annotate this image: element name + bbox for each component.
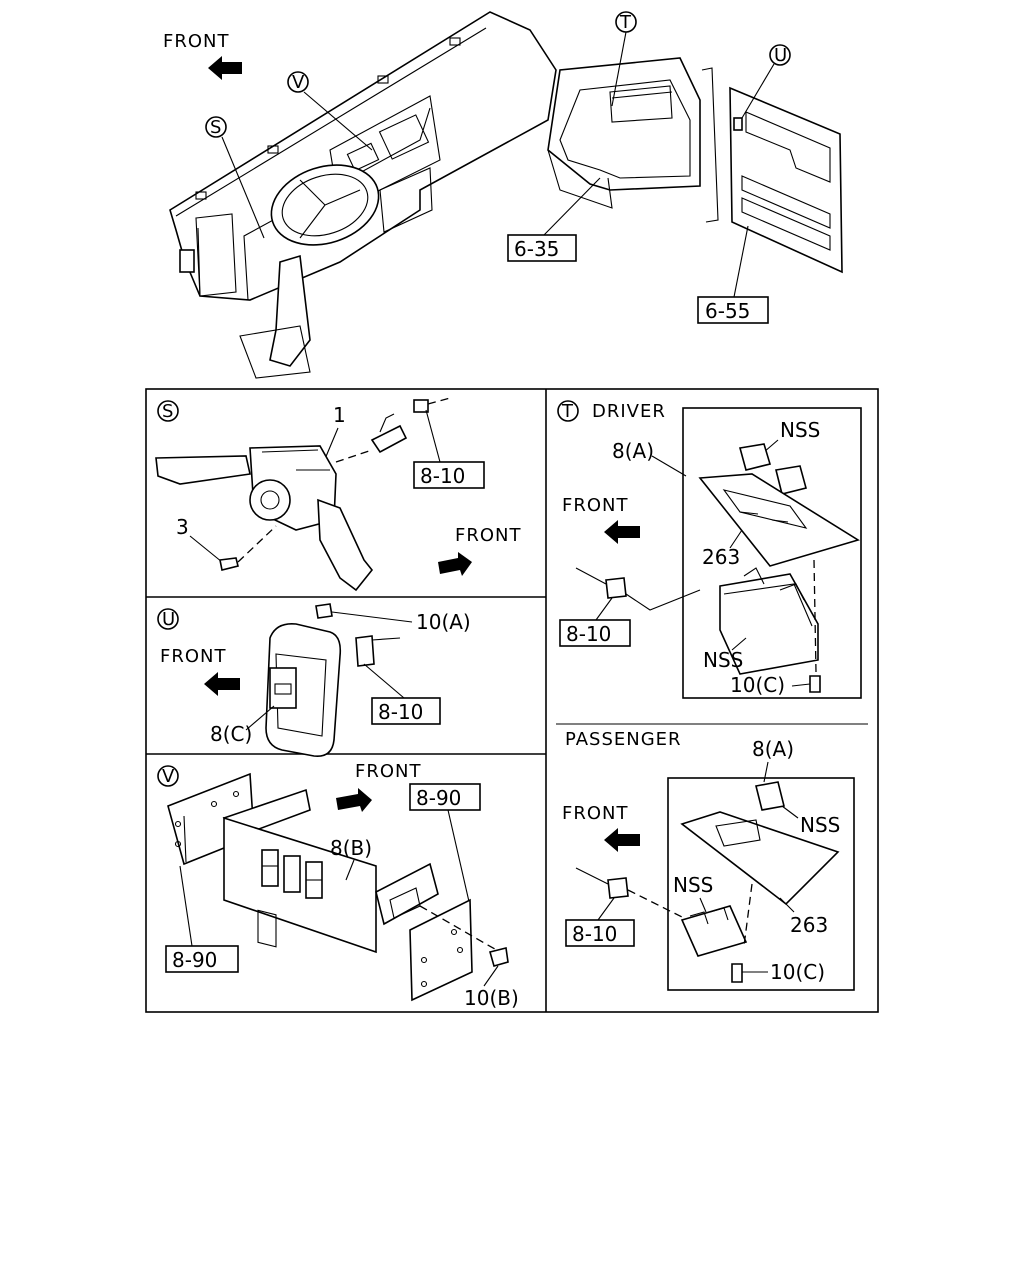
passenger-front-label: FRONT [562, 803, 629, 824]
dashboard [169, 11, 557, 301]
callout-v-circle [287, 71, 309, 93]
screw-10b [489, 947, 509, 967]
driver-screw-10c [809, 675, 821, 693]
callout-t: T [619, 12, 632, 33]
driver-front-arrow-icon [604, 520, 640, 544]
passenger-nss-left-label: NSS [673, 873, 713, 897]
driver-part-10c-label: 10(C) [730, 673, 785, 697]
front-arrow-s-icon [438, 552, 472, 576]
driver-front-label: FRONT [562, 495, 629, 516]
mount-plate [409, 898, 473, 1002]
passenger-door-panel [729, 86, 843, 274]
part-10b-label: 10(B) [464, 986, 519, 1010]
part-10a-label: 10(A) [416, 610, 471, 634]
ref-box-6-55 [697, 296, 769, 324]
panel-u-ref: 8-10 [378, 700, 423, 724]
switch-bezel [265, 622, 342, 757]
ref-box-6-35 [507, 234, 577, 262]
passenger-ref-box [565, 919, 635, 947]
panel-t-passenger: PASSENGER 8(A) NSS FRONT NSS 8-10 263 10… [562, 729, 855, 991]
passenger-part-10c-label: 10(C) [770, 960, 825, 984]
ref-6-35: 6-35 [514, 237, 559, 261]
panel-v-letter: V [162, 766, 175, 787]
plug [413, 399, 429, 413]
panel-t-letter: T [561, 401, 574, 422]
front-arrow-u-icon [204, 672, 240, 696]
ref-box-u [371, 697, 441, 725]
driver-part-8a-label: 8(A) [612, 439, 654, 463]
passenger-switch [733, 117, 743, 131]
callout-s-circle [205, 116, 227, 138]
driver-part-263-label: 263 [702, 545, 740, 569]
driver-knob-1 [738, 443, 772, 471]
panel-u-front: FRONT [160, 646, 227, 667]
panel-v: V FRONT 8-90 8(B) 8-90 10(B) [157, 761, 519, 1010]
side-switch [179, 249, 195, 273]
part-3-label: 3 [176, 515, 189, 539]
front-arrow-top-icon [208, 56, 242, 80]
callout-v: V [292, 72, 305, 93]
panel-u-letter: U [162, 609, 176, 630]
screw-10a [315, 603, 333, 619]
passenger-detail-frame [667, 777, 855, 991]
callout-t-circle [615, 11, 637, 33]
panel-v-ref-bottom: 8-90 [172, 948, 217, 972]
panel-v-ref-top: 8-90 [416, 786, 461, 810]
part-1-label: 1 [333, 403, 346, 427]
panel-s-front: FRONT [455, 525, 522, 546]
cab-overview: FRONT V [163, 11, 843, 379]
front-label-top: FRONT [163, 31, 230, 52]
callout-s: S [210, 117, 222, 138]
passenger-title: PASSENGER [565, 729, 682, 750]
passenger-part-8a-label: 8(A) [752, 737, 794, 761]
passenger-connector [607, 877, 629, 899]
passenger-bezel-263 [680, 811, 840, 906]
passenger-nss-right-label: NSS [800, 813, 840, 837]
ref-6-55: 6-55 [705, 299, 750, 323]
driver-ref: 8-10 [566, 622, 611, 646]
driver-window-switch [719, 573, 819, 675]
panel-t-driver: T DRIVER 8(A) NSS FRONT 263 8-10 NSS 10(… [557, 400, 862, 699]
ref-box-s [413, 461, 485, 489]
lever-left [155, 455, 251, 485]
driver-nss-bottom-label: NSS [703, 648, 743, 672]
panel-s: S 1 8-10 3 FRONT [155, 397, 522, 592]
callout-u-circle [769, 44, 791, 66]
front-arrow-v-icon [336, 788, 372, 812]
driver-connector [605, 577, 627, 599]
driver-nss-top-label: NSS [780, 418, 820, 442]
passenger-part-263-label: 263 [790, 913, 828, 937]
panel-u: U 10(A) FRONT 8-10 8(C) [157, 603, 471, 757]
switch-8c [269, 667, 297, 709]
connector-u [355, 635, 375, 667]
passenger-knob [755, 781, 785, 811]
driver-knob-2 [775, 465, 807, 495]
detail-grid [145, 388, 879, 1013]
panel-v-front: FRONT [355, 761, 422, 782]
driver-ref-box [559, 619, 631, 647]
panel-s-ref: 8-10 [420, 464, 465, 488]
passenger-ref: 8-10 [572, 922, 617, 946]
passenger-screw-10c [731, 963, 743, 983]
connector [370, 424, 408, 454]
ref-box-v-top [409, 783, 481, 811]
lever-right [317, 498, 374, 592]
driver-door-trim [547, 57, 701, 191]
passenger-window-switch [680, 905, 748, 957]
driver-title: DRIVER [592, 401, 666, 422]
panel-s-letter: S [162, 401, 174, 422]
part-8b-label: 8(B) [330, 836, 372, 860]
driver-detail-frame [682, 407, 862, 699]
passenger-front-arrow-icon [604, 828, 640, 852]
part-8c-label: 8(C) [210, 722, 252, 746]
bracket-right [375, 862, 439, 926]
screw-3 [219, 557, 239, 571]
callout-u: U [774, 45, 788, 66]
ref-box-v-bottom [165, 945, 239, 973]
driver-bezel-263 [698, 473, 860, 567]
